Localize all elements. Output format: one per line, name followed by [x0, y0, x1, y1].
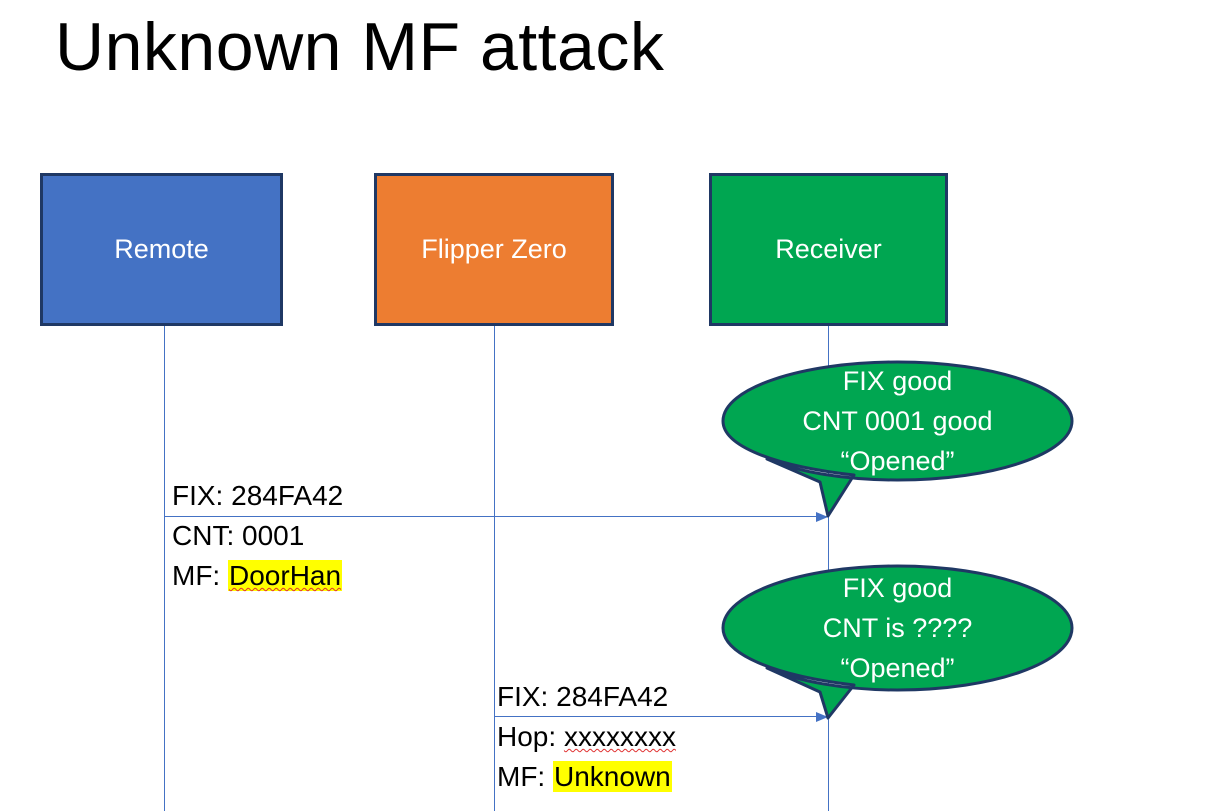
message-line-label: Hop:	[497, 721, 557, 752]
message-line-value: 284FA42	[556, 681, 669, 712]
lifeline-flipper	[494, 326, 495, 811]
actor-label-flipper: Flipper Zero	[421, 234, 567, 264]
actor-box-receiver[interactable]: Receiver	[709, 173, 948, 326]
message-label-2: FIX: 284FA42 Hop: xxxxxxxx MF: Unknown	[497, 677, 676, 797]
page-title: Unknown MF attack	[55, 9, 665, 85]
speech-bubble-2[interactable]: FIX good CNT is ???? “Opened”	[721, 564, 1074, 720]
message-arrow-remote-to-receiver	[164, 511, 828, 522]
message-line-value: 0001	[242, 520, 305, 551]
actor-label-receiver: Receiver	[775, 234, 882, 264]
message-line-value: xxxxxxxx	[563, 721, 676, 752]
lifeline-receiver	[828, 326, 829, 811]
actor-box-flipper[interactable]: Flipper Zero	[374, 173, 614, 326]
message-line-label: MF:	[172, 560, 221, 591]
message-line-label: MF:	[497, 761, 546, 792]
message-arrow-flipper-to-receiver	[494, 711, 828, 722]
speech-bubble-shape-icon	[721, 564, 1074, 720]
message-line-label: FIX:	[172, 480, 224, 511]
speech-bubble-shape-icon	[721, 360, 1074, 518]
message-line-value-highlighted: DoorHan	[228, 560, 343, 591]
actor-box-remote[interactable]: Remote	[40, 173, 283, 326]
message-line-label: FIX:	[497, 681, 549, 712]
message-line: FIX: 284FA42	[497, 677, 676, 717]
message-line-value-highlighted: Unknown	[553, 761, 672, 792]
message-line: MF: Unknown	[497, 757, 676, 797]
message-line: CNT: 0001	[172, 516, 343, 556]
message-line: FIX: 284FA42	[172, 476, 343, 516]
message-label-1: FIX: 284FA42 CNT: 0001 MF: DoorHan	[172, 476, 343, 596]
message-line: MF: DoorHan	[172, 556, 343, 596]
message-line-value: 284FA42	[231, 480, 344, 511]
speech-bubble-1[interactable]: FIX good CNT 0001 good “Opened”	[721, 360, 1074, 518]
lifeline-remote	[164, 326, 165, 811]
message-line-label: CNT:	[172, 520, 235, 551]
message-line: Hop: xxxxxxxx	[497, 717, 676, 757]
actor-label-remote: Remote	[114, 234, 209, 264]
